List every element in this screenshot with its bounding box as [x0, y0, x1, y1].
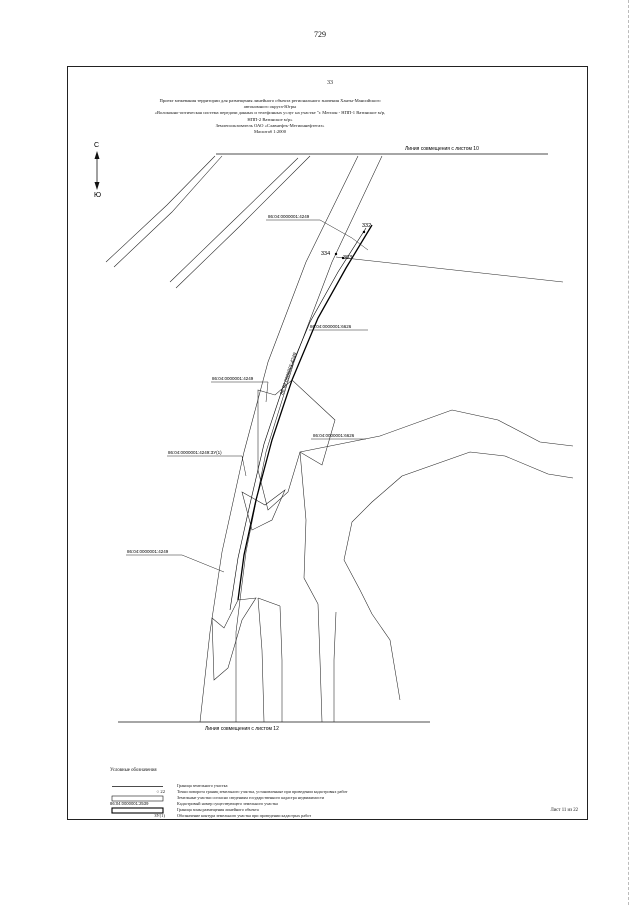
parcel-label: 86:04:0000001:4249 [212, 376, 254, 381]
bottom-match-label: Линия совмещения с листом 12 [205, 726, 279, 732]
legend-symbol-zone [111, 807, 164, 814]
title-line: НПП-2 Ватинское м/р» [247, 116, 293, 122]
title-block: Проект межевания территории для размещен… [70, 98, 470, 135]
legend-symbol-cadastral-number: 86:04:0000001:2539 [110, 801, 149, 806]
scan-edge [628, 0, 630, 905]
legend-item: Земельные участки согласно сведениям гос… [110, 795, 580, 802]
legend-title: Условные обозначения [110, 768, 157, 773]
parcel-label: 86:04:0000001:4249 [268, 214, 310, 219]
legend-item: Граница земельного участка [110, 783, 580, 790]
legend-text: Точки поворота границ земельного участка… [177, 789, 348, 794]
main-corridor [199, 155, 383, 723]
point-label: 334 [321, 251, 330, 257]
legend-text: Обозначение контура земельного участка п… [177, 813, 312, 818]
legend-symbol-boundary [112, 786, 163, 787]
point-label: 303 [343, 255, 352, 261]
title-line: автономного округа-Югры [243, 104, 297, 110]
parcel-label: 86:04:0000001:4249 [127, 549, 169, 554]
legend-item: 86:04:0000001:2539 Кадастровый номер сущ… [110, 801, 580, 808]
north-arrow-icon [94, 151, 100, 190]
title-line: Проект межевания территории для размещен… [159, 98, 381, 103]
legend-text: Земельные участки согласно сведениям гос… [177, 795, 325, 800]
parcel-label: 86:04:0000001:4249:ЗУ(1) [168, 450, 222, 455]
leader-line-right [335, 256, 564, 283]
sheet-footer: Лист 11 из 22 [550, 808, 578, 813]
legend-item: ○ 22 Точки поворота границ земельного уч… [110, 789, 580, 796]
legend-symbol-point: ○ 22 [156, 789, 165, 794]
label-leaders [126, 219, 369, 573]
parcel-label: 86:04:0000001:6626 [313, 433, 355, 438]
drawing-frame [67, 66, 588, 820]
road-lower-branches [257, 597, 401, 723]
legend-item: ЗУ(1) Обозначение контура земельного уча… [110, 813, 580, 820]
legend-symbol-contour: ЗУ(1) [154, 813, 165, 818]
legend-text: Граница зоны размещения линейного объект… [177, 807, 259, 812]
legend-text: Граница земельного участка [177, 783, 228, 788]
page-number: 729 [314, 30, 326, 39]
title-line: «Волоконно-оптическая система передачи д… [154, 110, 386, 116]
parcel-polygons [211, 379, 336, 681]
parcel-label: 86:04:0000001:6626 [310, 324, 352, 329]
linear-object-zone [229, 224, 373, 611]
compass-south: Ю [94, 192, 101, 199]
legend-item: Граница зоны размещения линейного объект… [110, 807, 580, 814]
top-match-label: Линия совмещения с листом 10 [405, 146, 479, 152]
road-lower-right [299, 409, 574, 615]
scale-line: Масштаб 1:2000 [253, 129, 287, 135]
sheet-number: 33 [327, 80, 333, 86]
point-label: 332 [362, 223, 371, 229]
legend-text: Кадастровый номер существующего земельно… [177, 801, 278, 806]
land-user-line: Землепользователь ОАО «Славнефть-Мегионн… [215, 122, 325, 128]
compass-north: С [94, 142, 99, 149]
legend-symbol-cadastre-parcel [111, 795, 164, 802]
road-upper-left [105, 155, 311, 289]
turning-point-icon [334, 230, 366, 260]
